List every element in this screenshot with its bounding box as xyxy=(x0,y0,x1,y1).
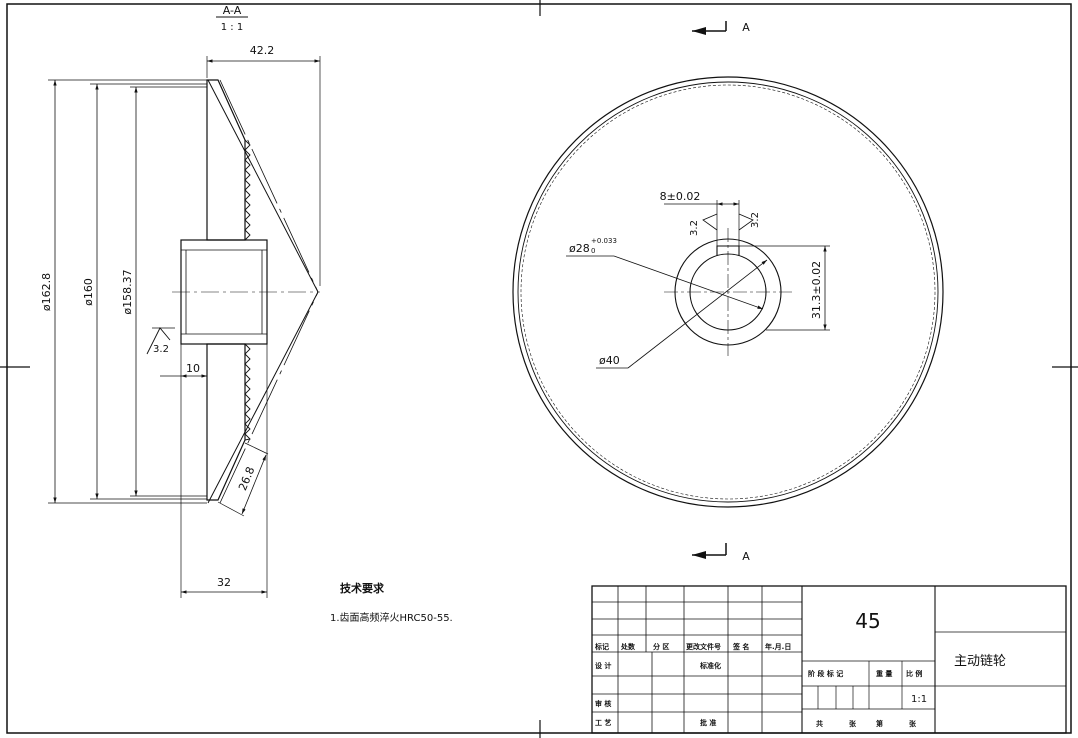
tb-weight: 重 量 xyxy=(876,669,892,678)
tb-ratio: 比 例 xyxy=(906,669,922,678)
tb-design: 设 计 xyxy=(595,661,611,670)
dim-d158-37: ø158.37 xyxy=(121,269,134,314)
section-label: A-A xyxy=(223,4,242,17)
tb-sheet: 张 xyxy=(909,719,917,728)
drawing-frame xyxy=(6,3,1072,734)
tb-material: 45 xyxy=(855,609,880,633)
tb-standardize: 标准化 xyxy=(699,661,721,670)
dim-d162-8: ø162.8 xyxy=(40,273,53,311)
tb-sign: 签 名 xyxy=(732,642,749,651)
dim-32: 32 xyxy=(217,576,231,589)
dim-26-8: 26.8 xyxy=(236,465,257,493)
pitch-circle xyxy=(517,81,939,503)
tb-doc-no: 更改文件号 xyxy=(686,642,721,651)
tb-total: 共 xyxy=(816,719,823,728)
rough-key-2: 3.2 xyxy=(750,212,761,228)
tb-process: 工 艺 xyxy=(595,718,611,727)
tb-no: 第 xyxy=(876,719,883,728)
roughness-3-2: 3.2 xyxy=(153,344,169,355)
tb-sheets: 张 xyxy=(849,719,857,728)
cone-line-upper xyxy=(207,79,319,293)
tb-mark: 标记 xyxy=(594,642,609,651)
dim-d160: ø160 xyxy=(82,278,95,306)
dim-42-2: 42.2 xyxy=(250,44,275,57)
dim-bore: ø28 xyxy=(569,242,590,255)
tb-review: 审 核 xyxy=(595,699,611,708)
dim-hub-dia: ø40 xyxy=(599,354,620,367)
lower-web-section xyxy=(206,343,246,501)
view-mark-bottom: A xyxy=(742,550,750,563)
tb-part-name: 主动链轮 xyxy=(954,654,1006,669)
dim-keyway-depth: 31.3±0.02 xyxy=(810,261,823,319)
dim-10: 10 xyxy=(186,362,200,375)
front-view: A A 8±0.02 3.2 3.2 ø28 +0.033 0 xyxy=(512,21,944,563)
upper-teeth xyxy=(244,139,251,241)
tb-scale: 1:1 xyxy=(911,694,927,705)
section-view: A-A 1 : 1 42.2 ø162.8 xyxy=(40,4,321,598)
tb-approve: 批 准 xyxy=(700,718,716,727)
tb-count: 处数 xyxy=(620,642,636,651)
upper-web-section xyxy=(206,79,246,241)
tech-notes-item-1: 1.齿面高频淬火HRC50-55. xyxy=(330,611,453,624)
dim-key-width: 8±0.02 xyxy=(660,190,701,203)
title-block: 标记 处数 分 区 更改文件号 签 名 年.月.日 设 计 标准化 审 核 工 … xyxy=(591,585,1067,734)
view-mark-top: A xyxy=(742,21,750,34)
dim-bore-tol-lo: 0 xyxy=(591,247,595,255)
tb-date: 年.月.日 xyxy=(765,642,791,651)
section-scale: 1 : 1 xyxy=(221,22,243,33)
rough-key-1: 3.2 xyxy=(689,220,700,236)
outer-circle xyxy=(512,76,944,508)
dim-bore-tol-up: +0.033 xyxy=(591,237,617,245)
tech-notes-title: 技术要求 xyxy=(340,581,385,595)
tb-zone: 分 区 xyxy=(653,642,669,651)
tb-stage-mark: 阶 段 标 记 xyxy=(808,669,843,678)
cone-line-lower xyxy=(207,291,319,504)
lower-teeth xyxy=(244,343,251,441)
